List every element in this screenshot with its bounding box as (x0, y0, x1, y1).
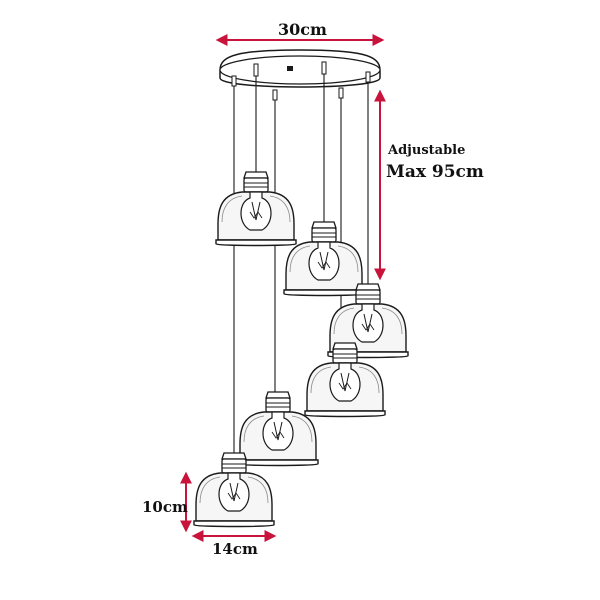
shade-height-label: 10cm (142, 498, 188, 516)
canopy-width-label: 30cm (278, 20, 327, 39)
pendant-lamp-5 (237, 391, 319, 467)
pendant-lamp-1 (215, 171, 297, 247)
pendant-lamp-2 (283, 221, 365, 297)
shade-width-label: 14cm (212, 540, 258, 558)
adjustable-label: Adjustable (388, 143, 466, 158)
ceiling-canopy (219, 49, 381, 101)
max-drop-label: Max 95cm (386, 162, 484, 182)
